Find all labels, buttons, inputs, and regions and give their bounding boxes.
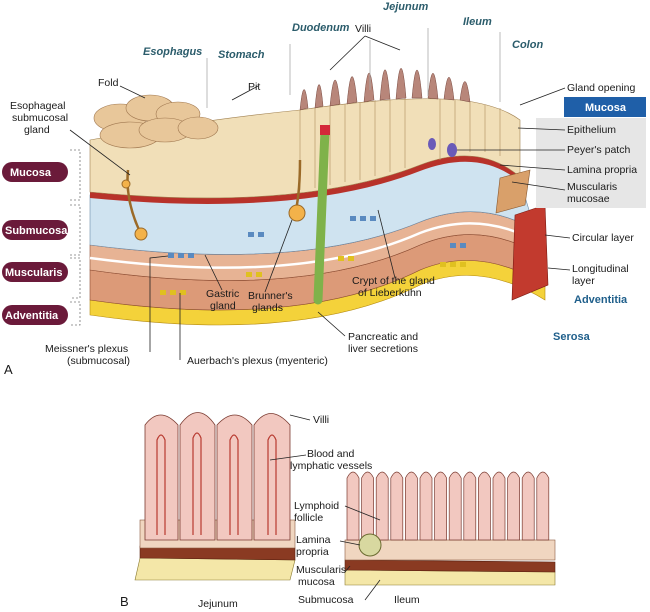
label-villi-b: Villi bbox=[313, 414, 329, 426]
label-longitudinal: Longitudinal bbox=[572, 263, 629, 275]
segment-duodenum: Duodenum bbox=[292, 22, 350, 34]
pill-muscularis: Muscularis bbox=[5, 267, 62, 279]
label-propria-b: propria bbox=[296, 546, 329, 558]
pill-mucosa: Mucosa bbox=[10, 167, 52, 179]
left-layer-pills: Mucosa Submucosa Muscularis Adventitia bbox=[2, 149, 81, 326]
label-submucosal: submucosal bbox=[12, 112, 68, 124]
label-gastric: Gastric bbox=[206, 288, 239, 300]
figure-letter-a: A bbox=[4, 362, 13, 377]
ileum-villus bbox=[405, 471, 418, 541]
ileum-villus bbox=[434, 471, 447, 541]
label-crypt: Crypt of the gland bbox=[352, 275, 435, 287]
label-meissner-sub: (submucosal) bbox=[67, 355, 130, 367]
label-jejunum: Jejunum bbox=[198, 598, 238, 610]
auerbach-plexus-marks bbox=[160, 256, 466, 295]
label-auerbach: Auerbach's plexus (myenteric) bbox=[187, 355, 328, 367]
label-gastric-gland: gland bbox=[210, 300, 236, 312]
label-pancreatic: Pancreatic and bbox=[348, 331, 418, 343]
label-brunners: Brunner's bbox=[248, 290, 293, 302]
ileum-villi bbox=[346, 471, 550, 541]
ileum-villus bbox=[492, 471, 506, 541]
segment-jejunum: Jejunum bbox=[383, 1, 428, 13]
esophageal-gland bbox=[121, 169, 148, 241]
jejunum-villi bbox=[144, 412, 291, 541]
label-pit: Pit bbox=[248, 81, 260, 93]
label-gland-opening: Gland opening bbox=[567, 82, 635, 94]
label-adventitia-right: Adventitia bbox=[574, 294, 628, 306]
label-villi-a: Villi bbox=[355, 23, 371, 35]
ileum-villus bbox=[375, 471, 389, 541]
ileum-villus bbox=[521, 471, 535, 541]
right-mucosa-header-label: Mucosa bbox=[585, 102, 627, 114]
label-submucosa-b: Submucosa bbox=[298, 594, 354, 606]
villi bbox=[299, 68, 471, 111]
leader-lines-b bbox=[269, 414, 381, 601]
ileum-villus bbox=[463, 471, 477, 541]
label-brunners-glands: glands bbox=[252, 302, 283, 314]
peyers-patch bbox=[447, 143, 457, 157]
mucosal-fold bbox=[93, 94, 219, 149]
label-gland: gland bbox=[24, 124, 50, 136]
meissner-plexus-marks bbox=[168, 216, 466, 258]
peyers-patch bbox=[428, 138, 436, 150]
label-lamina-propria: Lamina propria bbox=[567, 164, 637, 176]
right-mucosa-header bbox=[564, 97, 646, 117]
label-fold: Fold bbox=[98, 77, 119, 89]
ileum-villus bbox=[478, 471, 491, 541]
label-epithelium: Epithelium bbox=[567, 124, 616, 136]
label-lymphatic: lymphatic vessels bbox=[290, 460, 372, 472]
colon-block-tan bbox=[495, 169, 531, 214]
leader-lines-a bbox=[69, 35, 571, 360]
figure-letter-b: B bbox=[120, 594, 129, 609]
ileum-villus bbox=[507, 471, 520, 541]
ileum-villus bbox=[536, 471, 550, 541]
segment-esophagus: Esophagus bbox=[143, 46, 202, 58]
jejunum-submucosa bbox=[134, 557, 296, 581]
segment-ileum: Ileum bbox=[463, 16, 492, 28]
ileum-villus bbox=[419, 471, 433, 541]
label-muscularis-b: Muscularis bbox=[296, 564, 346, 576]
label-lamina-b: Lamina bbox=[296, 534, 331, 546]
pancreatic-duct bbox=[313, 125, 330, 305]
ileum-villus bbox=[361, 471, 374, 541]
ileum-submucosa bbox=[344, 569, 556, 586]
ileum-muscularis bbox=[344, 559, 556, 573]
lymphoid-follicle bbox=[358, 533, 382, 557]
label-liver-secretions: liver secretions bbox=[348, 343, 418, 355]
right-mucosa-box bbox=[536, 118, 646, 208]
label-follicle: follicle bbox=[294, 512, 323, 524]
label-serosa: Serosa bbox=[553, 331, 591, 343]
ileum-villus bbox=[448, 471, 462, 541]
label-mucosa-b: mucosa bbox=[298, 576, 335, 588]
segment-stomach: Stomach bbox=[218, 49, 265, 61]
panel-b: Villi Blood and lymphatic vessels Lympho… bbox=[120, 412, 556, 610]
label-esophageal: Esophageal bbox=[10, 100, 65, 112]
colon-block-red bbox=[511, 204, 549, 301]
label-meissner: Meissner's plexus bbox=[45, 343, 128, 355]
segment-dividers bbox=[206, 28, 501, 108]
ileum-villus bbox=[346, 471, 360, 541]
label-peyers-patch: Peyer's patch bbox=[567, 144, 630, 156]
jejunum-vessels bbox=[156, 432, 277, 535]
label-blood: Blood and bbox=[307, 448, 354, 460]
pill-submucosa: Submucosa bbox=[5, 225, 68, 237]
pill-adventitia: Adventitia bbox=[5, 310, 59, 322]
label-muscularis: Muscularis bbox=[567, 181, 617, 193]
panel-a: Esophagus Stomach Duodenum Jejunum Ileum… bbox=[2, 1, 646, 377]
label-ileum: Ileum bbox=[394, 594, 420, 606]
label-mucosae: mucosae bbox=[567, 193, 610, 205]
label-lieberkuhn: of Lieberkühn bbox=[358, 287, 422, 299]
brunners-gland bbox=[288, 159, 306, 222]
ileum-villus bbox=[390, 471, 404, 541]
label-circular-layer: Circular layer bbox=[572, 232, 634, 244]
segment-colon: Colon bbox=[512, 39, 543, 51]
label-longitudinal-layer: layer bbox=[572, 275, 595, 287]
label-lymphoid: Lymphoid bbox=[294, 500, 339, 512]
